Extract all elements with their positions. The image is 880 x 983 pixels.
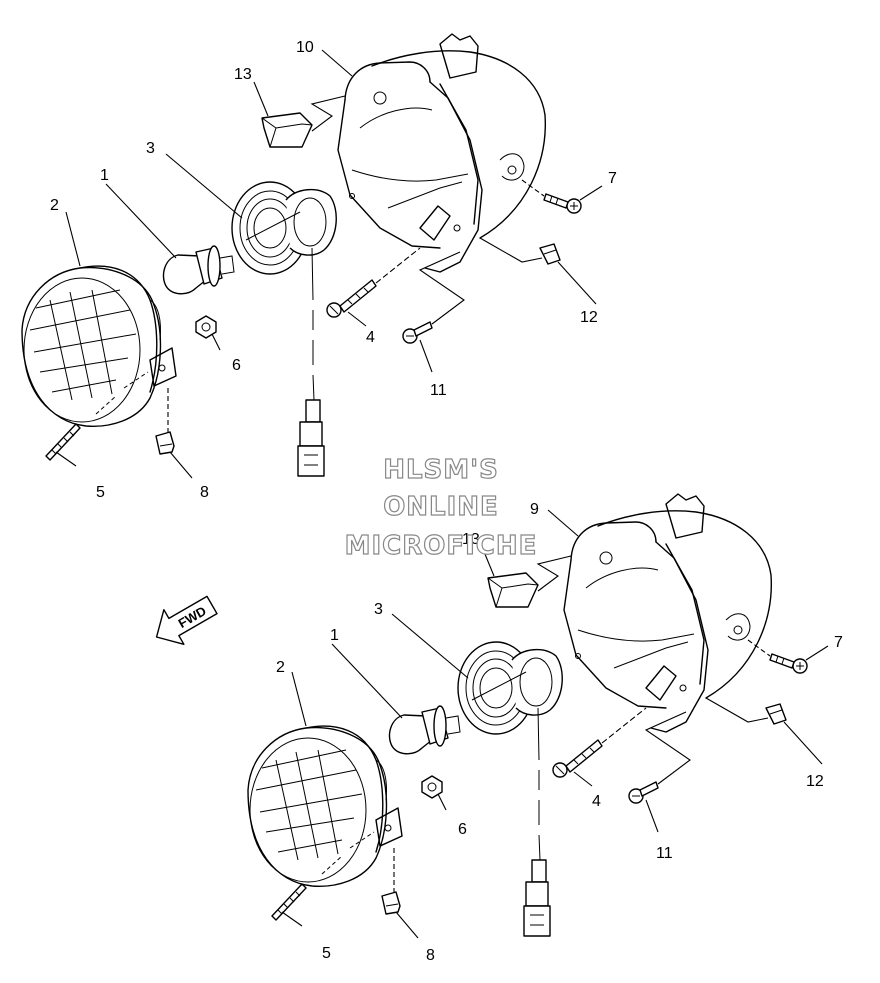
watermark-line-1: HLSM'S [383, 455, 499, 485]
callout-10: 10 [296, 39, 314, 56]
callout-5-lower: 5 [322, 945, 331, 962]
lower-headlight-assembly: 1 2 3 4 5 6 7 8 9 11 12 13 [247, 493, 843, 964]
callout-12: 12 [580, 309, 598, 326]
callout-13: 13 [234, 66, 252, 83]
upper-headlight-assembly: 1 2 3 4 5 6 7 8 10 11 12 13 [21, 33, 617, 501]
callout-8: 8 [200, 484, 209, 501]
callout-12-lower: 12 [806, 773, 824, 790]
callout-7: 7 [608, 170, 617, 187]
callout-3: 3 [146, 140, 155, 157]
callout-7-lower: 7 [834, 634, 843, 651]
watermark: HLSM'S ONLINE MICROFICHE [344, 454, 538, 561]
callout-1-lower: 1 [330, 627, 339, 644]
callout-8-lower: 8 [426, 947, 435, 964]
watermark-line-3: MICROFICHE [345, 531, 538, 561]
callout-6-lower: 6 [458, 821, 467, 838]
callout-4-lower: 4 [592, 793, 601, 810]
callout-1: 1 [100, 167, 109, 184]
callout-4: 4 [366, 329, 375, 346]
callout-2-lower: 2 [276, 659, 285, 676]
callout-2: 2 [50, 197, 59, 214]
callout-13-lower: 13 [462, 531, 480, 548]
callout-6: 6 [232, 357, 241, 374]
callout-3-lower: 3 [374, 601, 383, 618]
callout-11: 11 [430, 382, 447, 399]
callout-11-lower: 11 [656, 845, 673, 862]
callout-9-lower: 9 [530, 501, 539, 518]
watermark-line-2: ONLINE [383, 492, 499, 522]
callout-5: 5 [96, 484, 105, 501]
fwd-arrow: FWD [155, 595, 218, 646]
